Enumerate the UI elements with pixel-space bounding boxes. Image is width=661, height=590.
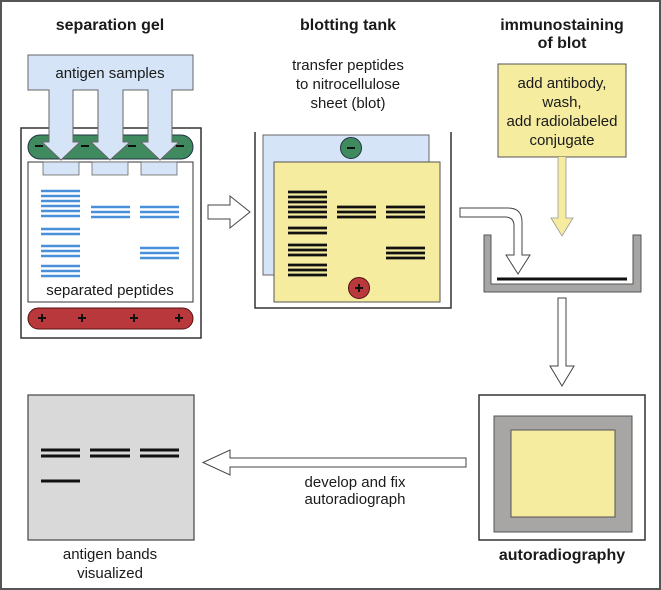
autoradiography-heading: autoradiography bbox=[499, 547, 625, 564]
reagent-arrow bbox=[550, 157, 574, 237]
instructions-box bbox=[497, 63, 627, 158]
instruction-line-1: add antibody, bbox=[518, 75, 607, 92]
antigen-samples-label: antigen samples bbox=[55, 65, 164, 82]
blotting-tank-heading: blotting tank bbox=[300, 17, 396, 34]
immunostaining-section: immunostaining of blot add antibody, was… bbox=[459, 17, 642, 293]
separation-gel-section: separation gel antigen samples separated… bbox=[20, 17, 202, 339]
instruction-line-3: add radiolabeled bbox=[507, 113, 618, 130]
separation-gel-heading: separation gel bbox=[56, 17, 164, 34]
develop-arrow bbox=[201, 449, 467, 476]
instruction-line-2: wash, bbox=[541, 94, 581, 111]
arrow-blot-to-tray bbox=[459, 207, 531, 275]
gel-well bbox=[42, 161, 80, 176]
staining-tray bbox=[483, 234, 642, 293]
gel-well bbox=[91, 161, 129, 176]
arrow-to-autoradiography bbox=[549, 297, 575, 387]
developed-film bbox=[27, 394, 195, 541]
develop-label-line-1: develop and fix bbox=[305, 474, 406, 491]
blot-bands bbox=[288, 190, 425, 277]
result-label-line-1: antigen bands bbox=[63, 546, 157, 563]
develop-label-line-2: autoradiograph bbox=[305, 491, 406, 508]
blotting-tank-section: blotting tank transfer peptides to nitro… bbox=[254, 17, 452, 309]
separated-peptides-label: separated peptides bbox=[46, 282, 174, 299]
blotting-description-line-2: to nitrocellulose bbox=[296, 76, 400, 93]
gel-well bbox=[140, 161, 178, 176]
blot-on-film bbox=[510, 429, 616, 518]
instruction-line-4: conjugate bbox=[529, 132, 594, 149]
gel-body bbox=[27, 161, 194, 303]
autoradiography-section: autoradiography bbox=[478, 394, 646, 564]
immunostaining-heading-line-2: of blot bbox=[538, 35, 588, 52]
arrow-to-blotting-tank bbox=[207, 194, 251, 230]
antigen-samples-arrows bbox=[27, 54, 194, 161]
blotting-description-line-3: sheet (blot) bbox=[310, 95, 385, 112]
anode-bar bbox=[27, 307, 194, 330]
result-section: antigen bands visualized bbox=[27, 394, 195, 582]
peptide-bands bbox=[41, 189, 179, 278]
immunostaining-heading-line-1: immunostaining bbox=[500, 17, 624, 34]
antigen-bands bbox=[41, 448, 179, 483]
result-label-line-2: visualized bbox=[77, 565, 143, 582]
blotting-description-line-1: transfer peptides bbox=[292, 57, 404, 74]
